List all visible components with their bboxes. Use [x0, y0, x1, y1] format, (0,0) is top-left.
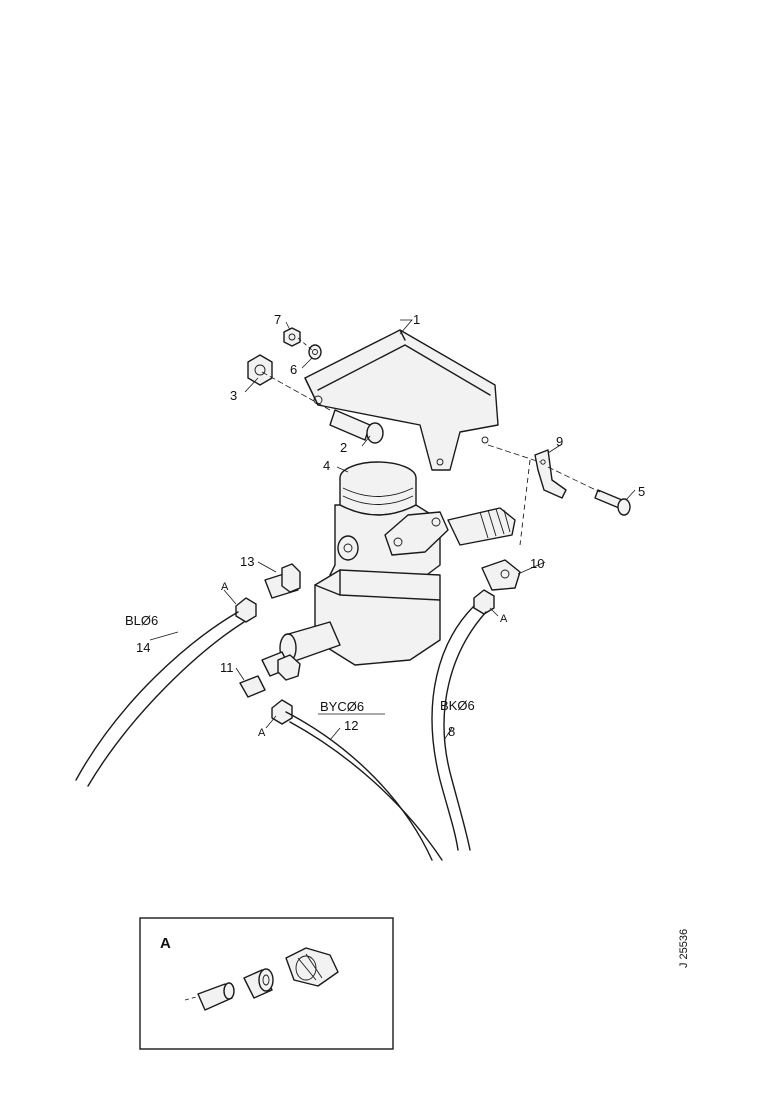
pipe-label-byc: BYCØ6	[320, 699, 364, 714]
callout-8: 8	[448, 724, 455, 739]
detail-a-box: A	[139, 917, 394, 1050]
callout-13: 13	[240, 554, 254, 569]
callout-2: 2	[340, 440, 347, 455]
pipe-bl	[75, 611, 245, 787]
connector-label-a-bottom: A	[258, 727, 266, 739]
pipe-nut-left	[235, 597, 257, 623]
small-fitting	[239, 651, 301, 698]
clip	[534, 449, 567, 499]
valve	[279, 461, 516, 666]
connector-label-a-right: A	[500, 613, 508, 625]
callout-12: 12	[344, 718, 358, 733]
callout-1: 1	[413, 312, 420, 327]
callout-5: 5	[638, 484, 645, 499]
callout-6: 6	[290, 362, 297, 377]
detail-sleeve	[197, 982, 235, 1011]
washer	[308, 344, 322, 360]
pipe-bk	[431, 605, 487, 851]
pipe-label-bk: BKØ6	[440, 698, 475, 713]
callout-10: 10	[530, 556, 544, 571]
detail-olive	[243, 968, 274, 999]
callout-9: 9	[556, 434, 563, 449]
connector-label-a-left: A	[221, 581, 229, 593]
detail-nut	[285, 947, 339, 987]
detail-a-title: A	[160, 935, 171, 952]
pipe-nut-right	[473, 589, 495, 615]
callout-7: 7	[274, 312, 281, 327]
union-fitting	[264, 563, 301, 599]
bracket	[304, 329, 499, 471]
pipe-byc	[285, 711, 443, 861]
callout-3: 3	[230, 388, 237, 403]
small-nut	[283, 327, 301, 347]
screw	[594, 489, 631, 516]
bolt	[329, 409, 384, 444]
elbow-fitting	[481, 559, 521, 591]
pipe-label-bl: BLØ6	[125, 613, 158, 628]
leader-lines	[149, 319, 636, 741]
callout-4: 4	[323, 458, 330, 473]
pipe-nut-bottom	[271, 699, 293, 725]
drawing-reference-number: J 25536	[678, 929, 690, 968]
callout-11: 11	[220, 660, 234, 675]
nut	[247, 354, 273, 386]
callout-14: 14	[136, 640, 150, 655]
